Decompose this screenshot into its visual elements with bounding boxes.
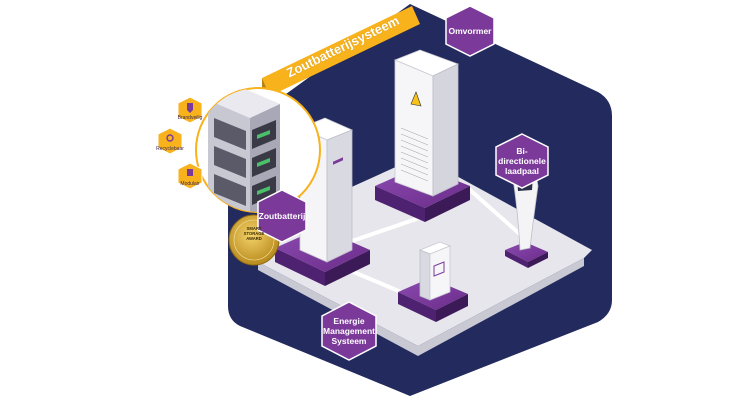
omvormer-cabinet	[393, 49, 460, 197]
hex-ems	[321, 301, 377, 361]
label-zoutbatterij: Zoutbatterij	[258, 211, 306, 221]
award-line-3: AWARD	[246, 236, 262, 241]
label-laadpaal: Bi-directionele laadpaal	[498, 146, 546, 176]
laadpaal-platform	[505, 242, 548, 268]
feature-label-brandveilig: Brandveilig	[177, 115, 203, 121]
label-omvormer: Omvormer	[448, 26, 492, 36]
hex-laadpaal	[495, 133, 549, 189]
hex-zoutbatterij	[257, 189, 307, 243]
ems-box	[418, 241, 452, 301]
feature-label-recyclebaar: Recyclebaar	[156, 146, 184, 152]
feature-hex-recyclebaar	[157, 127, 183, 155]
feature-hex-modulair	[177, 162, 203, 190]
award-line-1: SMART	[246, 226, 262, 231]
award-text: SMART STORAGE AWARD	[232, 226, 276, 241]
feature-label-modulair: Modulair	[180, 181, 200, 187]
award-line-2: STORAGE	[243, 231, 265, 236]
hex-omvormer	[445, 5, 495, 57]
feature-hex-brandveilig	[177, 96, 203, 124]
label-ems: Energie Management Systeem	[323, 316, 375, 346]
